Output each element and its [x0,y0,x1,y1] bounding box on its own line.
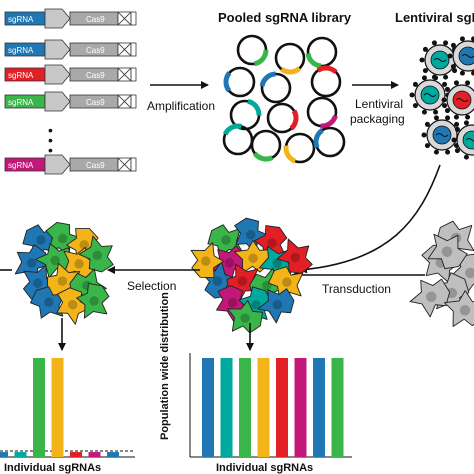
cell [257,288,295,324]
plasmid [259,71,292,104]
promoter-arrow [44,39,71,60]
sgrna-label: sgRNA [8,98,34,107]
cell [227,300,263,334]
sgrna-label: sgRNA [8,71,34,80]
cell [14,244,48,281]
construct-3: sgRNA Cas9 [4,64,137,85]
cross-mark [117,11,132,26]
promoter-arrow [44,91,71,112]
construct-ellipsis-3: • [48,142,53,158]
selected-cells [14,221,114,325]
cell [30,286,66,319]
chart2-bar [107,452,119,457]
cross-mark [117,157,132,172]
cross-mark [117,42,132,57]
chart1-bar [276,358,288,457]
chart1-bar [257,358,270,457]
construct-4: sgRNA Cas9 [4,91,137,112]
plasmid [266,102,299,134]
transduction-label: Transduction [322,282,391,296]
chart-population-distribution: Population wide distribution Individual … [159,292,352,474]
cell [427,233,468,270]
chart1-bar [331,358,344,457]
plasmid [236,34,269,67]
sgrna-label: sgRNA [8,161,34,170]
packaging-label-line1: Lentiviral [355,97,403,111]
cas9-label: Cas9 [86,161,105,170]
plasmid [283,132,316,164]
virus-particle [447,36,474,76]
chart2-bar [0,452,8,457]
untransduced-cells [409,220,474,327]
promoter-arrow [44,8,71,29]
construct-5: sgRNA Cas9 [4,154,137,175]
packaging-label-line2: packaging [350,112,405,126]
construct-2: sgRNA Cas9 [4,39,137,60]
plasmid [313,126,346,158]
chart2-xlabel: Individual sgRNAs [4,462,101,474]
chart2-bars [0,358,119,457]
virus-particle [409,75,451,115]
cross-mark [117,67,132,82]
chart2-bar [51,358,64,457]
chart1-bar [220,358,233,457]
construct-ellipsis: • [48,122,53,138]
cross-mark [117,94,132,109]
cell [409,278,451,318]
library-title: Pooled sgRNA library [218,10,352,25]
chart2-bar [33,358,45,457]
chart1-bar [202,358,214,457]
plasmid [222,123,254,156]
construct-ellipsis-2: • [48,132,53,148]
cas9-label: Cas9 [86,15,105,24]
cell [276,238,313,274]
plasmid [274,42,306,75]
transduced-cells [190,217,313,334]
promoter-arrow [44,154,71,175]
chart2-bar [88,452,101,457]
sgrna-label: sgRNA [8,46,34,55]
cell [233,240,270,274]
plasmid [306,96,338,129]
chart1-xlabel: Individual sgRNAs [216,462,313,474]
plasmid-pool [222,34,346,164]
plasmid [250,129,282,162]
construct-1: sgRNA Cas9 [4,8,137,29]
cas9-label: Cas9 [86,71,105,80]
chart1-bar [313,358,325,457]
virus-particle [441,80,474,120]
cell [78,235,114,273]
chart1-ylabel: Population wide distribution [159,292,171,440]
sgrna-label: sgRNA [8,15,34,24]
cell [76,282,110,319]
promoter-arrow [44,64,71,85]
chart1-bar [239,358,251,457]
cas9-label: Cas9 [86,46,105,55]
virus-particles [409,36,474,160]
cas9-label: Cas9 [86,98,105,107]
chart-selected-distribution: Individual sgRNAs [0,358,135,474]
virus-particle [451,120,474,160]
transduction-curve [299,164,441,274]
plasmid [223,66,256,98]
chart1-bars [202,358,344,457]
plasmid [310,65,342,98]
cell [268,266,304,299]
amplification-label: Amplification [147,99,215,113]
chart2-bar [14,452,27,457]
plasmid [305,36,338,69]
selection-label: Selection [127,279,176,293]
lentiviral-title: Lentiviral sgR [395,10,474,25]
cell [444,290,474,327]
chart2-bar [70,452,82,457]
cell [190,242,224,278]
chart1-bar [294,358,307,457]
